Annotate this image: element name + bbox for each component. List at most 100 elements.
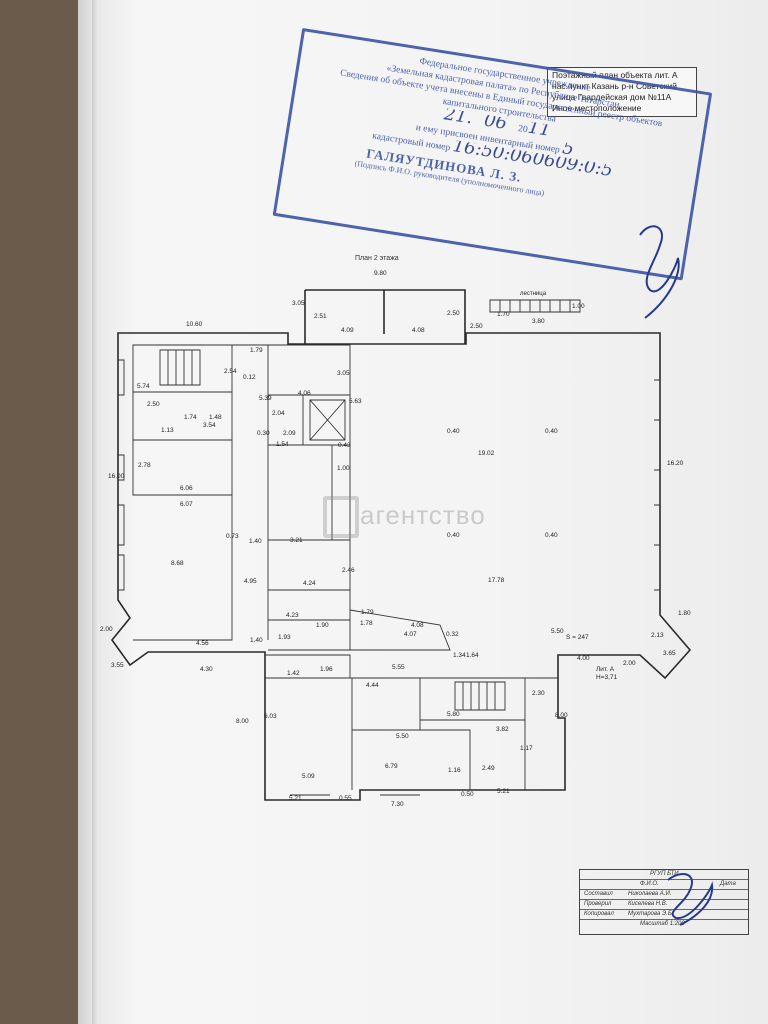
watermark-text: агентство (360, 500, 486, 530)
dimension-label: 19.02 (478, 450, 495, 457)
staircase-label: лестница (520, 291, 547, 297)
dimension-label: 5.21 (289, 795, 302, 802)
dimension-label: 2.00 (623, 660, 636, 667)
dimension-label: 6.03 (264, 713, 277, 720)
dimension-label: 4.95 (244, 578, 257, 585)
dimension-label: 1.00 (337, 465, 350, 472)
dimension-label: 0.40 (545, 532, 558, 539)
dimension-label: 1.78 (360, 620, 373, 627)
dimension-label: 2.46 (342, 567, 355, 574)
dimension-label: 2.51 (314, 313, 327, 320)
dimension-label: 0.40 (545, 428, 558, 435)
watermark-logo-icon (323, 496, 359, 538)
dimension-label: 2.78 (138, 462, 151, 469)
dimension-label: 0.12 (243, 374, 256, 381)
title-block-person: Киселева Н.В. (628, 901, 668, 907)
dimension-label: 3.65 (663, 650, 676, 657)
dimension-label: 2.09 (283, 430, 296, 437)
dimension-label: 1.40 (249, 538, 262, 545)
title-block-header: РГУП БТИ (580, 870, 748, 880)
dimension-label: 3.05 (292, 300, 305, 307)
dimension-label: 5.74 (137, 383, 150, 390)
dimension-label: 4.24 (303, 580, 316, 587)
dimension-label: 0.55 (339, 795, 352, 802)
dimension-label: 8.68 (171, 560, 184, 567)
dimension-label: 5.09 (302, 773, 315, 780)
dimension-label: 1.42 (287, 670, 300, 677)
dimension-label: 6.07 (180, 501, 193, 508)
dimension-label: 8.00 (555, 712, 568, 719)
dimension-label: 0.32 (446, 631, 459, 638)
title-block-row: Копировал Мухтарова Э.Б. (580, 910, 748, 920)
dimension-label: 2.00 (100, 626, 113, 633)
paper-fold-shadow (92, 0, 98, 1024)
dimension-label: 4.08 (411, 622, 424, 629)
dimension-label: 5.55 (392, 664, 405, 671)
lit-a-label: Лит. А Н=3,71 (596, 666, 617, 682)
dimension-label: 5.50 (396, 733, 409, 740)
dimension-label: 1.34 (453, 652, 466, 659)
dimension-label: 4.30 (200, 666, 213, 673)
area-label: S = 247 (566, 634, 589, 641)
dimension-label: 4.09 (341, 327, 354, 334)
dimension-label: 3.80 (532, 318, 545, 325)
info-line-1: Поэтажный план объекта лит. А (552, 70, 678, 80)
dimension-label: 1.64 (466, 652, 479, 659)
title-block-columns: Ф.И.О. Дата (580, 880, 748, 890)
dimension-label: 1.74 (184, 414, 197, 421)
dimension-label: 2.50 (147, 401, 160, 408)
dimension-label: 0.40 (447, 532, 460, 539)
dimension-label: 1.13 (161, 427, 174, 434)
dimension-label: 5.63 (349, 398, 362, 405)
dimension-label: 0.30 (257, 430, 270, 437)
dimension-label: 5.21 (497, 788, 510, 795)
paper-sheet (78, 0, 768, 1024)
dimension-label: 10.60 (186, 321, 203, 328)
dimension-label: 6.79 (385, 763, 398, 770)
dimension-label: 3.21 (290, 537, 303, 544)
dimension-label: 2.54 (224, 368, 237, 375)
dimension-label: 3.55 (111, 662, 124, 669)
title-block-person: Мухтарова Э.Б. (628, 911, 674, 917)
title-block-date-header: Дата (720, 881, 736, 887)
dimension-label: 7.30 (391, 801, 404, 808)
title-block-role: Копировал (584, 911, 614, 917)
dimension-label: 1.48 (209, 414, 222, 421)
dimension-label: 2.13 (651, 632, 664, 639)
dimension-label: 4.56 (196, 640, 209, 647)
dimension-label: 0.73 (226, 533, 239, 540)
object-info-box: Поэтажный план объекта лит. А нас.пункт … (547, 67, 697, 117)
height-text: Н=3,71 (596, 674, 618, 681)
info-line-4: Иное местоположение (552, 103, 642, 113)
dimension-label: 0.50 (461, 791, 474, 798)
title-block-org: РГУП БТИ (650, 871, 679, 877)
title-block-row: Составил Николаева А.И. (580, 890, 748, 900)
title-block-scale-row: Масштаб 1:200 (580, 920, 748, 929)
title-block-role: Проверил (584, 901, 612, 907)
dimension-label: 1.79 (361, 609, 374, 616)
dimension-label: 1.17 (520, 745, 533, 752)
dimension-label: 2.49 (482, 765, 495, 772)
dimension-label: 4.23 (286, 612, 299, 619)
title-block-row: Проверил Киселева Н.В. (580, 900, 748, 910)
dimension-label: 1.70 (497, 311, 510, 318)
outer-wall (110, 332, 692, 801)
dimension-label: 1.79 (250, 347, 263, 354)
dimension-label: 9.80 (374, 270, 387, 277)
dimension-label: 4.00 (577, 655, 590, 662)
dimension-label: 5.80 (447, 711, 460, 718)
dimension-label: 8.00 (236, 718, 249, 725)
title-block: РГУП БТИ Ф.И.О. Дата Составил Николаева … (579, 869, 749, 935)
info-line-3: улица Гвардейская дом №11А (552, 92, 672, 102)
title-block-person: Николаева А.И. (628, 891, 672, 897)
dimension-label: 1.00 (572, 303, 585, 310)
dimension-label: 4.07 (404, 631, 417, 638)
title-block-fio-header: Ф.И.О. (640, 881, 659, 887)
dimension-label: 0.43 (338, 442, 351, 449)
dimension-label: 3.05 (337, 370, 350, 377)
dimension-label: 1.96 (320, 666, 333, 673)
title-block-role: Составил (584, 891, 613, 897)
dimension-label: 1.80 (678, 610, 691, 617)
lit-a-text: Лит. А (596, 666, 615, 673)
